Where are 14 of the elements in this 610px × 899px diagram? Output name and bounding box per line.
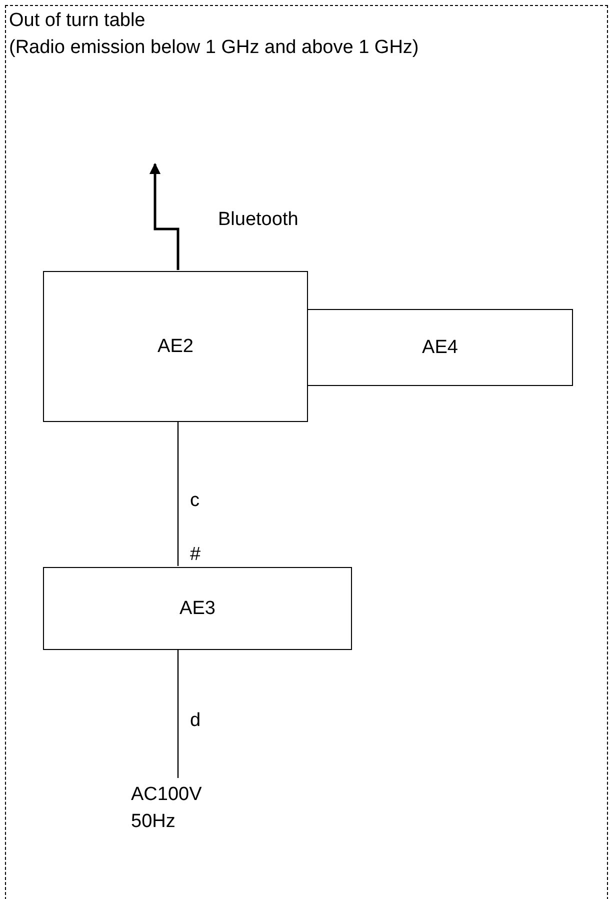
connector-mark: # — [190, 543, 201, 567]
equipment-label: AE2 — [158, 336, 194, 358]
area-note: (Radio emission below 1 GHz and above 1 GHz) — [9, 36, 419, 60]
dashed-area-frame — [5, 5, 608, 899]
equipment-box — [43, 567, 352, 650]
cable-line — [177, 649, 179, 778]
power-supply-label: AC100V 50Hz — [131, 781, 211, 835]
equipment-label: AE3 — [180, 598, 216, 620]
equipment-box — [307, 309, 573, 386]
equipment-box — [43, 271, 308, 422]
equipment-label: AE4 — [422, 336, 458, 358]
area-title: Out of turn table — [9, 9, 146, 33]
cable-line — [177, 421, 179, 566]
signal-arrow — [149, 162, 180, 270]
